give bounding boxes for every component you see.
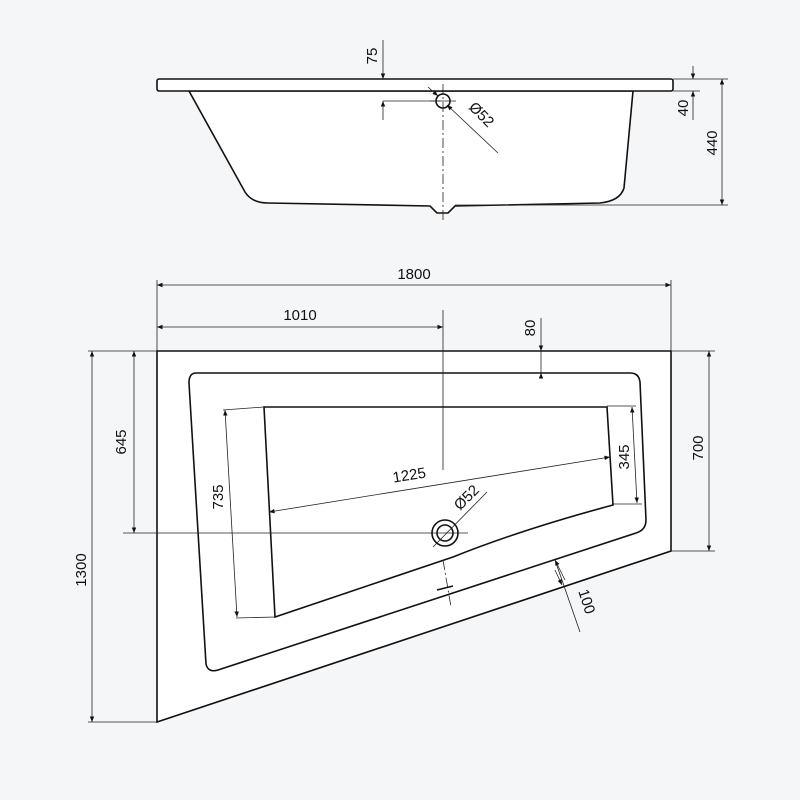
dim-arrow-100a (554, 559, 566, 581)
drain-inner (436, 524, 454, 542)
tub-rim-side (156, 78, 674, 92)
dim-line-345 (630, 406, 639, 504)
overflow-axis (442, 559, 452, 608)
dim-1300: 1300 (73, 553, 90, 586)
dim-735: 735 (210, 484, 227, 509)
leader-d52b (427, 86, 439, 97)
dim-1010: 1010 (283, 307, 316, 324)
ext-line (235, 616, 276, 619)
inner-rim (188, 372, 647, 672)
dim-line-735 (223, 409, 239, 618)
dim-80: 80 (522, 320, 539, 337)
dim-345: 345 (616, 444, 633, 469)
dim-1225: 1225 (391, 465, 427, 487)
overflow-mark (436, 585, 454, 591)
dim-40: 40 (675, 100, 692, 117)
dim-700: 700 (690, 435, 707, 460)
top-view: 1800 1010 80 645 1300 700 735 345 1225 (73, 266, 715, 724)
dim-line-100 (554, 559, 581, 633)
dim-440: 440 (704, 130, 721, 155)
dim-645: 645 (113, 429, 130, 454)
tub-body-side (187, 90, 634, 214)
drain-outer (431, 519, 459, 547)
dim-arrow-100b (554, 569, 563, 586)
dim-1800: 1800 (397, 266, 430, 283)
basin (263, 406, 614, 619)
side-view: 75 Ø52 40 440 (156, 40, 728, 220)
dim-line-1225 (268, 455, 611, 514)
ext-line (222, 406, 265, 411)
leader-d52 (446, 104, 499, 154)
dim-100: 100 (574, 587, 598, 616)
leader-d52-top (432, 491, 488, 548)
dim-75: 75 (364, 48, 381, 65)
